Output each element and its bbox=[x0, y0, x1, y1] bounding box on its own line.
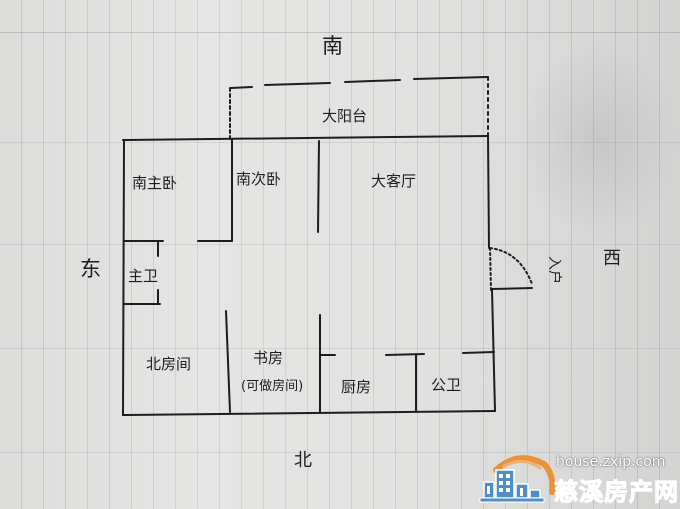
room-label-balcony: 大阳台 bbox=[322, 107, 368, 125]
watermark-site-name: 慈溪房产网 bbox=[554, 478, 679, 507]
building-logo-icon bbox=[479, 455, 556, 503]
wall-kitchen-stub bbox=[385, 353, 425, 356]
room-label-second-bedroom: 南次卧 bbox=[236, 170, 282, 188]
watermark-url: house.zxip.com bbox=[556, 454, 666, 470]
compass-north-label: 北 bbox=[294, 450, 312, 471]
room-label-north-room: 北房间 bbox=[146, 355, 192, 373]
room-label-study: 书房 bbox=[253, 349, 284, 367]
compass-east-label: 东 bbox=[80, 257, 101, 281]
door-threshold bbox=[491, 287, 533, 290]
room-label-study-note: (可做房间) bbox=[241, 379, 304, 394]
paper-rule bbox=[0, 244, 680, 245]
paper-rule bbox=[0, 452, 680, 453]
watermark-logo: house.zxip.com 慈溪房产网 bbox=[478, 448, 679, 507]
paper-rule bbox=[0, 348, 680, 349]
wall-north-room-divider bbox=[225, 310, 231, 413]
wall-bath-stub bbox=[462, 351, 495, 354]
wall-top bbox=[122, 135, 489, 141]
room-label-public-bath: 公卫 bbox=[431, 376, 462, 394]
wall-left bbox=[122, 139, 125, 416]
compass-south-label: 南 bbox=[322, 34, 343, 58]
paper-rule bbox=[0, 142, 680, 143]
door-dashed-jamb bbox=[489, 247, 492, 291]
room-label-master-bedroom: 南主卧 bbox=[132, 174, 178, 192]
room-label-living-room: 大客厅 bbox=[371, 172, 417, 190]
wall-right-upper bbox=[487, 135, 490, 249]
wall-bottom bbox=[122, 410, 496, 416]
wall-right-lower bbox=[491, 289, 496, 412]
paper-shadow bbox=[520, 40, 680, 240]
door-swing-arc bbox=[489, 247, 533, 285]
wall-living-divider bbox=[317, 140, 320, 233]
room-label-kitchen: 厨房 bbox=[341, 378, 372, 396]
paper-rule bbox=[0, 32, 680, 33]
entrance-label: 入户 bbox=[546, 256, 562, 284]
balcony-top-line bbox=[230, 76, 488, 89]
compass-west-label: 西 bbox=[603, 248, 621, 269]
room-label-master-bath: 主卫 bbox=[128, 267, 159, 285]
